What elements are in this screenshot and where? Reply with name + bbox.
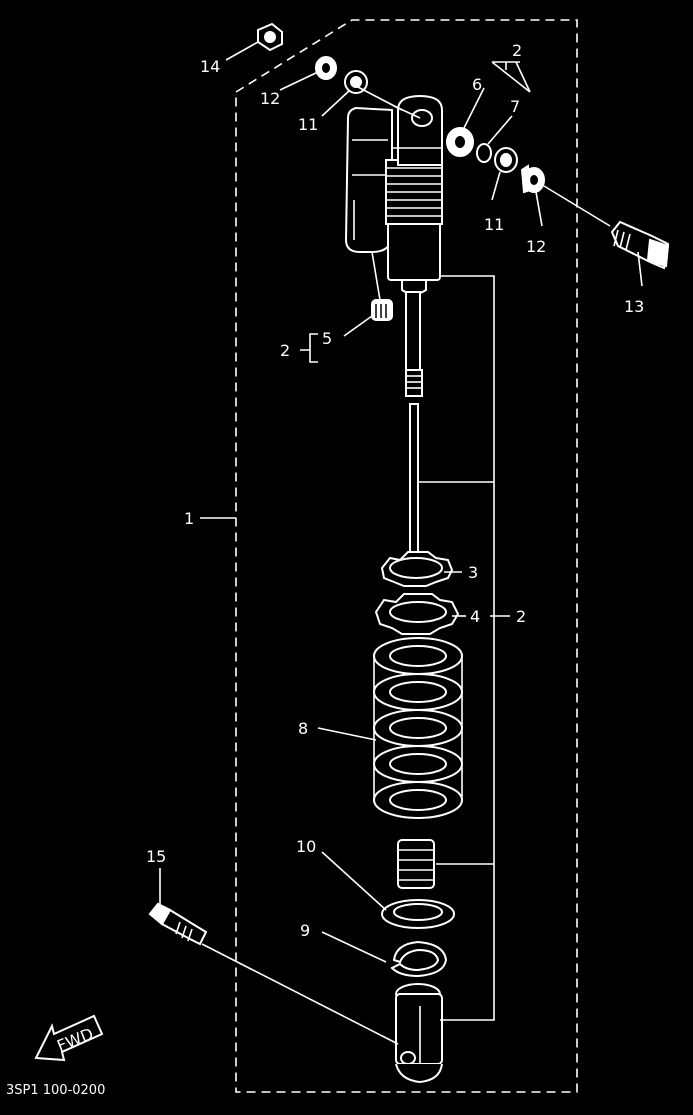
part-5-cap xyxy=(371,299,393,321)
part-11-bushing-left xyxy=(344,70,368,94)
callout-12-right: 12 xyxy=(526,237,546,256)
part-8-spring xyxy=(373,637,463,819)
callout-1: 1 xyxy=(184,509,194,528)
shock-body xyxy=(385,94,443,295)
part-11-bushing-right xyxy=(494,147,518,173)
assembly-boundary xyxy=(235,19,578,1093)
callout-7: 7 xyxy=(510,97,520,116)
callout-11-right: 11 xyxy=(484,215,504,234)
part-12-collar-left xyxy=(315,56,337,80)
callout-3: 3 xyxy=(468,563,478,582)
callout-13: 13 xyxy=(624,297,644,316)
callout-6: 6 xyxy=(472,75,482,94)
callout-10: 10 xyxy=(296,837,316,856)
callout-labels: 14 12 11 6 7 2 11 12 13 2 5 1 3 4 2 8 10… xyxy=(146,41,644,940)
lower-clevis xyxy=(395,983,443,1084)
part-15-bolt xyxy=(148,902,208,946)
part-12-collar-right xyxy=(520,164,545,194)
part-9-circlip xyxy=(390,940,448,978)
callout-11-left: 11 xyxy=(298,115,318,134)
callout-14: 14 xyxy=(200,57,220,76)
piston-rod xyxy=(409,403,419,567)
callout-2-right: 2 xyxy=(516,607,526,626)
callout-8: 8 xyxy=(298,719,308,738)
callout-15: 15 xyxy=(146,847,166,866)
fwd-arrow-icon: FWD xyxy=(34,1014,104,1062)
part-13-bolt xyxy=(610,220,670,270)
part-14-nut xyxy=(257,22,283,52)
footer-code: 3SP1 100-0200 xyxy=(6,1083,105,1098)
part-10-ring xyxy=(381,899,455,929)
callout-2-top: 2 xyxy=(512,41,522,60)
callout-5: 5 xyxy=(322,329,332,348)
part-3-locknut xyxy=(380,551,454,587)
part-7-circlip xyxy=(476,143,492,163)
part-6-bearing xyxy=(446,127,474,157)
callout-2-cap: 2 xyxy=(280,341,290,360)
threaded-collar xyxy=(385,159,443,225)
fwd-label: FWD xyxy=(54,1024,96,1056)
callout-4: 4 xyxy=(470,607,480,626)
reservoir xyxy=(344,106,393,301)
callout-9: 9 xyxy=(300,921,310,940)
callout-12-left: 12 xyxy=(260,89,280,108)
part-4-adjuster xyxy=(374,593,460,635)
bump-stop xyxy=(397,839,435,889)
piston-rod-upper xyxy=(405,291,423,397)
leader-lines xyxy=(159,41,643,1045)
